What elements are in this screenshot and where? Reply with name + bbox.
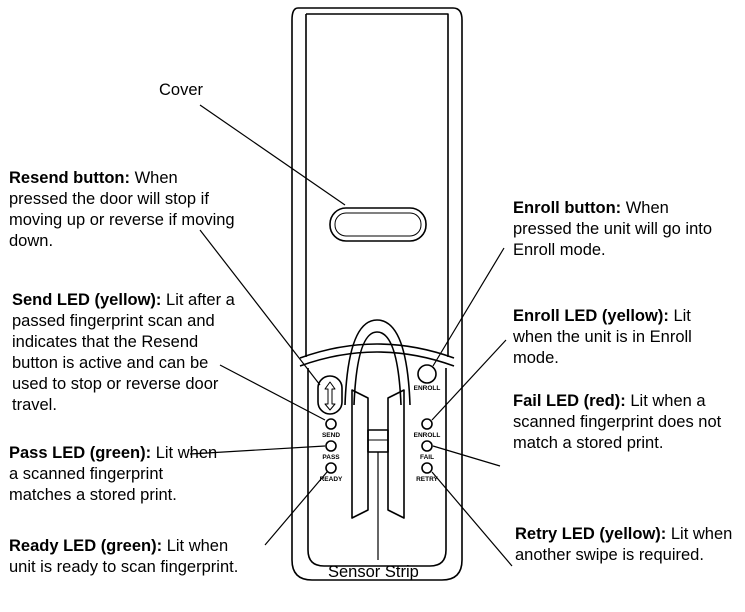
device-label-enroll-led: ENROLL [414, 432, 441, 439]
device-label-fail: FAIL [420, 454, 434, 461]
callout-resend-button: Resend button: When pressed the door wil… [9, 168, 239, 252]
callout-text: Lit when unit is ready to scan fingerpri… [9, 537, 239, 576]
callout-text: Lit when another swipe is required. [515, 525, 733, 564]
cover-slot [329, 207, 427, 242]
callout-text: Lit when the unit is in Enroll mode. [513, 307, 692, 367]
fail-led-shape [421, 440, 433, 452]
callout-title: Pass LED (green): [9, 444, 152, 462]
callout-enroll-button: Enroll button: When pressed the unit wil… [513, 198, 728, 261]
ready-led-shape [325, 462, 337, 474]
retry-led-shape [421, 462, 433, 474]
lower-panel [307, 368, 447, 567]
callout-title: Enroll LED (yellow): [513, 307, 669, 325]
cover-inner-frame [305, 13, 449, 357]
leader-fail [432, 445, 501, 467]
sensor-hood [344, 319, 411, 406]
callout-text: Lit when a scanned fingerprint does not … [513, 392, 722, 452]
leader-enroll-led [431, 339, 507, 421]
device-label-pass: PASS [322, 454, 340, 461]
leader-send [219, 364, 326, 421]
callout-text: Lit after a passed fingerprint scan and … [12, 291, 235, 414]
callout-title: Send LED (yellow): [12, 291, 162, 309]
enroll-button-shape [417, 364, 437, 384]
pass-led-shape [325, 440, 337, 452]
callout-title: Retry LED (yellow): [515, 525, 667, 543]
resend-button-shape [317, 375, 343, 415]
leader-ready [264, 471, 328, 546]
callout-title: Enroll button: [513, 199, 622, 217]
callout-retry-led: Retry LED (yellow): Lit when another swi… [515, 524, 743, 566]
callout-pass-led: Pass LED (green): Lit when a scanned fin… [9, 443, 224, 506]
callout-title: Resend button: [9, 169, 130, 187]
sensor-strip-label: Sensor Strip [328, 563, 419, 581]
sensor-rail-right [387, 389, 405, 519]
device-label-retry: RETRY [416, 476, 438, 483]
sensor-rail-left [351, 389, 369, 519]
cover-edge [299, 343, 455, 359]
leader-resend [199, 229, 321, 386]
send-led-shape [325, 418, 337, 430]
callout-text: When pressed the unit will go into Enrol… [513, 199, 713, 259]
leader-enroll-button [432, 247, 505, 367]
leader-cover [199, 104, 346, 206]
leader-retry [431, 471, 513, 567]
device-outline [291, 7, 463, 581]
callout-send-led: Send LED (yellow): Lit after a passed fi… [12, 290, 240, 416]
callout-enroll-led: Enroll LED (yellow): Lit when the unit i… [513, 306, 723, 369]
device-label-ready: READY [320, 476, 343, 483]
callout-ready-led: Ready LED (green): Lit when unit is read… [9, 536, 259, 578]
enroll-led-shape [421, 418, 433, 430]
device-label-send: SEND [322, 432, 340, 439]
leader-pass [189, 445, 326, 455]
callout-fail-led: Fail LED (red): Lit when a scanned finge… [513, 391, 741, 454]
sensor-strip [367, 429, 389, 453]
cover-label: Cover [159, 81, 204, 99]
callout-title: Fail LED (red): [513, 392, 626, 410]
callout-text: When pressed the door will stop if movin… [9, 169, 235, 250]
device-label-enroll-button: ENROLL [414, 385, 441, 392]
callout-text: Lit when a scanned fingerprint matches a… [9, 444, 218, 504]
callout-title: Ready LED (green): [9, 537, 163, 555]
